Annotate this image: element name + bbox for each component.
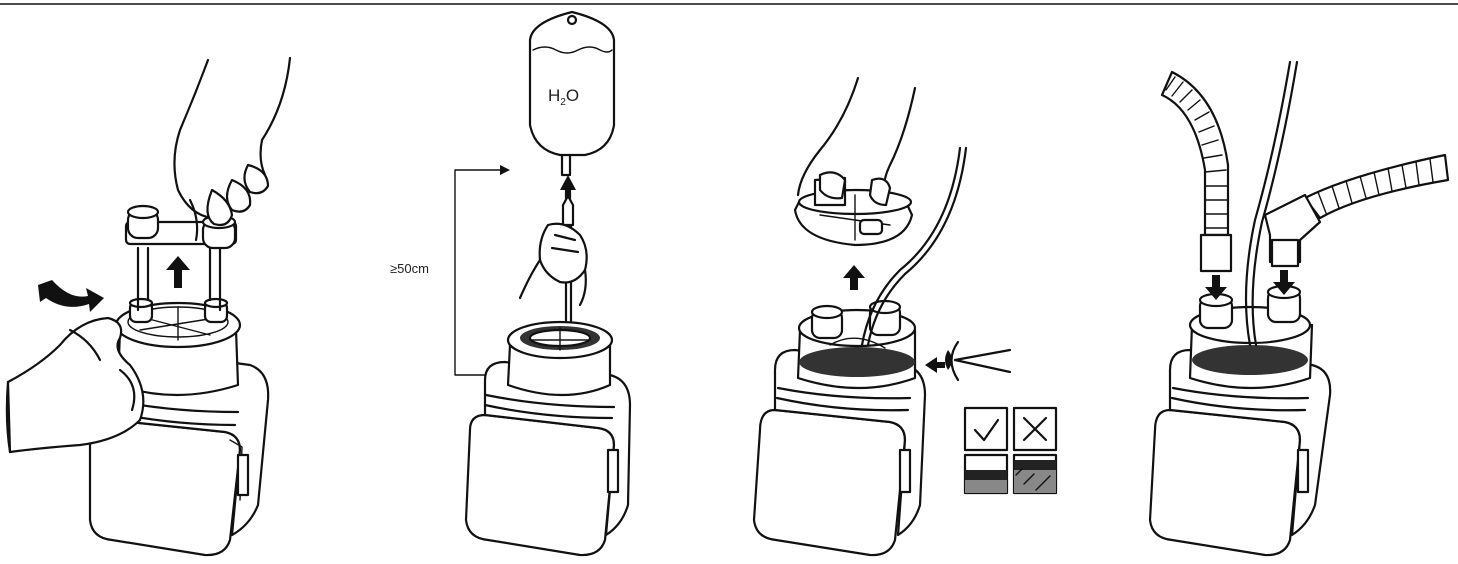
water-chamber-1 [114,297,242,397]
connect-arrow-left [1205,275,1227,300]
level-check-legend [963,406,1058,495]
corrugated-hose-left [1160,70,1233,273]
humidifier-base-4 [1148,348,1332,557]
water-bag: H2O [528,10,616,177]
feed-tube-4 [1244,60,1292,347]
lift-up-arrow-3 [843,265,865,290]
hand-upper-1 [173,56,292,242]
hand-2 [518,222,588,307]
height-bracket [454,165,510,380]
rotate-arrow [38,280,104,312]
eye-icon [945,340,1012,382]
chamber-lid-3 [793,176,914,247]
humidifier-base-2 [464,320,632,557]
height-label: ≥50cm [390,261,429,276]
corrugated-hose-right [1263,153,1450,268]
hand-lower-1 [5,316,145,454]
hand-3 [796,76,917,207]
step-4-panel [1148,60,1450,557]
insert-arrow [560,175,576,196]
humidifier-base-3 [752,348,927,557]
lift-up-arrow [166,256,190,288]
water-bag-label: H2O [548,86,579,108]
step-2-panel: H2O ≥50cm [390,10,632,557]
checkmark-icon [973,418,1000,442]
connect-arrow-right [1273,270,1295,295]
water-chamber-3 [796,299,917,390]
cross-icon [1022,416,1048,442]
level-ok-box [963,406,1009,452]
water-chamber-4 [1188,284,1314,390]
step-3-panel [752,76,1058,557]
feed-tube-3 [860,146,962,347]
step-1-panel [5,56,292,557]
inspect-arrow [925,357,945,373]
